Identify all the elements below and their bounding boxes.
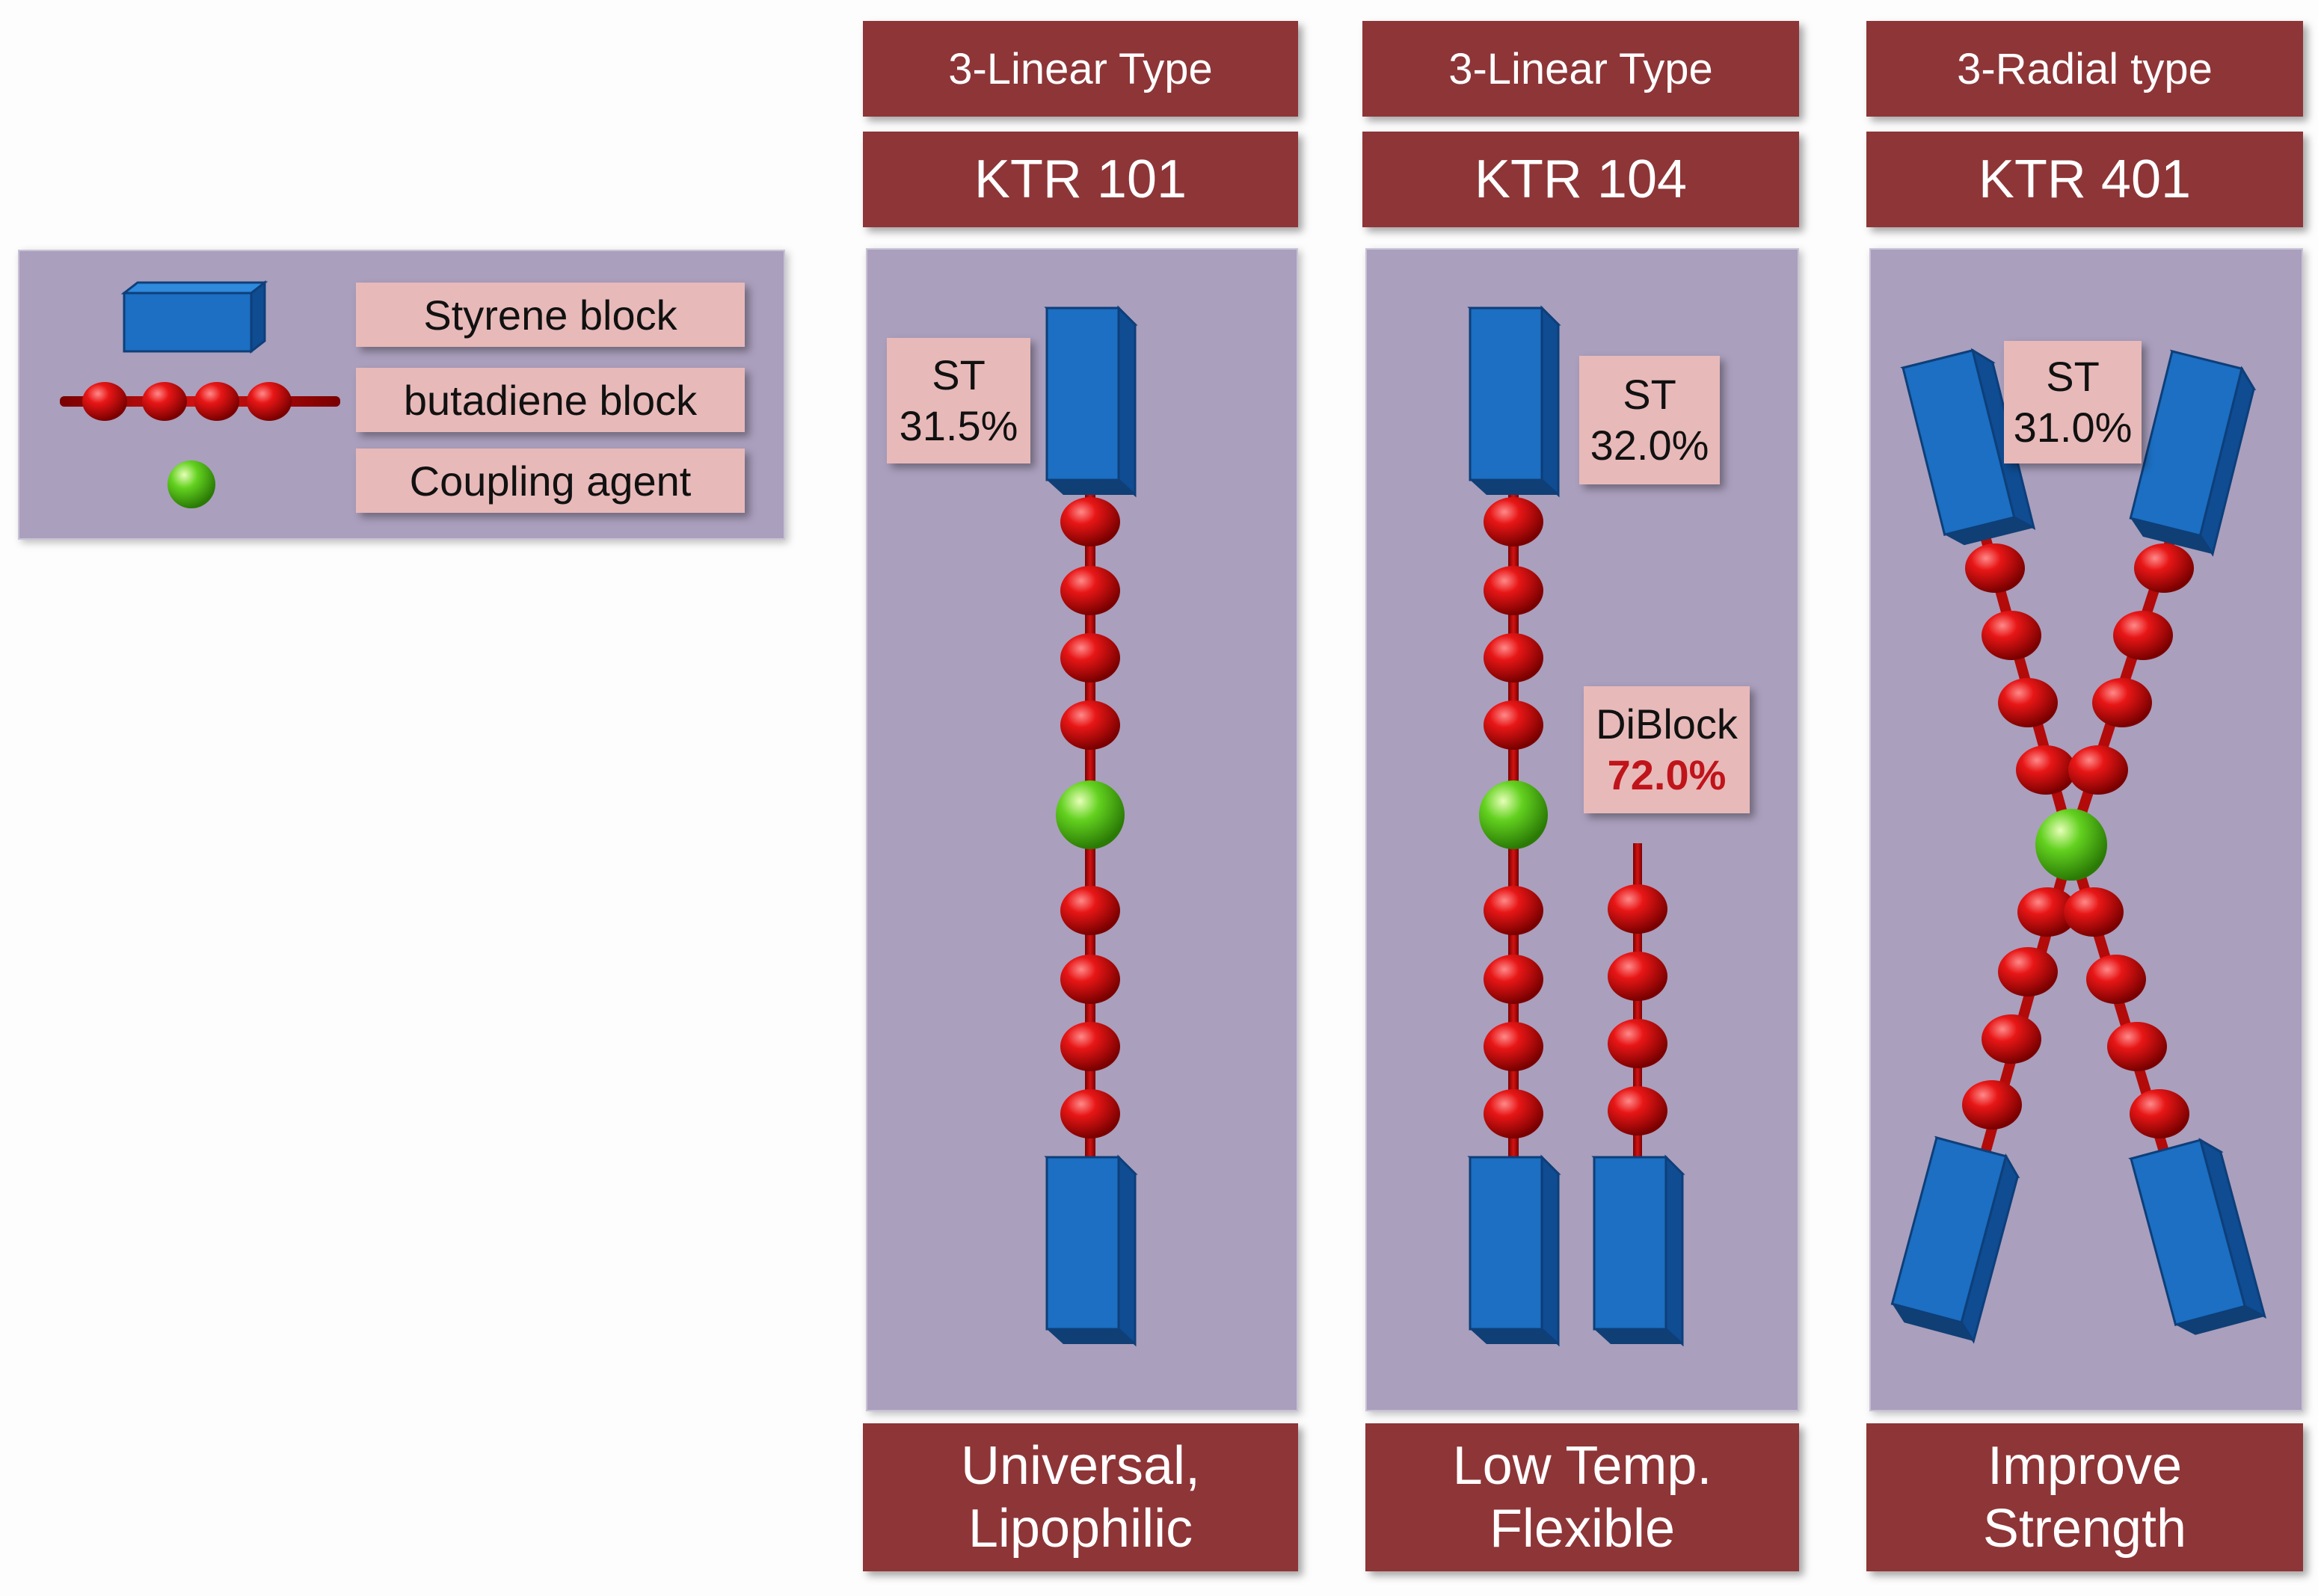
- column-1-footer: Universal, Lipophilic: [863, 1423, 1298, 1571]
- ktr104-st-value: 32.0%: [1590, 422, 1709, 469]
- column-2-footer: Low Temp. Flexible: [1365, 1423, 1799, 1571]
- legend-butadiene-icon: [60, 382, 340, 421]
- ktr401-st-value: 31.0%: [2013, 404, 2133, 451]
- ktr104-diblock-label: DiBlock 72.0%: [1584, 686, 1750, 813]
- legend-coupling-icon: [167, 460, 215, 508]
- column-2-footer-line1: Low Temp.: [1452, 1436, 1712, 1496]
- column-3-footer: Improve Strength: [1866, 1423, 2303, 1571]
- ktr104-st-title: ST: [1623, 371, 1676, 418]
- column-2-product-header: KTR 104: [1362, 132, 1799, 227]
- ktr401-st-title: ST: [2046, 353, 2100, 400]
- column-3-product-header: KTR 401: [1866, 132, 2303, 227]
- ktr104-diblock-molecule: [1593, 843, 1684, 1346]
- ktr104-molecule: [1469, 306, 1560, 1346]
- ktr104-diblock-value: 72.0%: [1607, 751, 1727, 798]
- column-1-type-header: 3-Linear Type: [863, 21, 1298, 117]
- ktr104-diblock-title: DiBlock: [1596, 700, 1738, 748]
- column-2-type-header: 3-Linear Type: [1362, 21, 1799, 117]
- ktr101-st-title: ST: [932, 351, 986, 398]
- legend-butadiene-label: butadiene block: [356, 368, 745, 432]
- column-1-footer-line2: Lipophilic: [968, 1499, 1193, 1559]
- ktr101-molecule: [1045, 306, 1137, 1346]
- ktr401-st-label: ST 31.0%: [2004, 341, 2142, 463]
- ktr101-st-label: ST 31.5%: [887, 338, 1030, 463]
- column-3-footer-line2: Strength: [1982, 1499, 2187, 1559]
- column-3-footer-line1: Improve: [1987, 1436, 2183, 1496]
- column-2-footer-line2: Flexible: [1489, 1499, 1676, 1559]
- legend-styrene-icon: [120, 280, 268, 354]
- ktr104-st-label: ST 32.0%: [1579, 356, 1720, 484]
- ktr401-molecule: [1887, 345, 2266, 1343]
- legend-coupling-label: Coupling agent: [356, 449, 745, 513]
- legend-styrene-label: Styrene block: [356, 283, 745, 347]
- column-1-product-header: KTR 101: [863, 132, 1298, 227]
- column-3-type-header: 3-Radial type: [1866, 21, 2303, 117]
- ktr101-st-value: 31.5%: [899, 402, 1018, 449]
- column-1-footer-line1: Universal,: [960, 1436, 1201, 1496]
